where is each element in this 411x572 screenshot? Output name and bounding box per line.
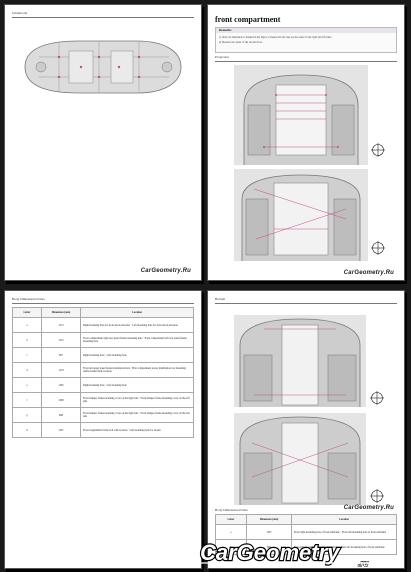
cell-dimension: 807 [41, 347, 81, 363]
page-bottom: Bottom Body Dimensional Data Letter Dime… [207, 290, 405, 569]
cell-location: Front longitudinal frame bolt with locat… [80, 422, 194, 438]
cell-location: Front bumper frame mounting cover on the… [80, 407, 194, 423]
watermark: CarGeometry.Ru [140, 268, 191, 274]
cell-dimension: 1215 [41, 332, 81, 348]
section-label: Bottom [215, 297, 226, 301]
bottom-diagram-1 [234, 315, 366, 407]
divider [12, 303, 194, 304]
remark-1: 1) Only one dimension is marked in the f… [219, 36, 332, 39]
section-label: Body Dimensional Data [12, 297, 45, 301]
cell-location: Right mounting hole · Left mounting hole [80, 347, 194, 363]
cell-location: Front compartment right rear panel fende… [80, 332, 194, 348]
cell-location: Right mounting hole for front shock abso… [80, 317, 194, 333]
cell-location: Rear right mounting hole of front subfra… [291, 539, 397, 555]
cell-location: Front bumper frame mounting cover on the… [80, 392, 194, 408]
cell-letter: h [12, 422, 42, 438]
watermark: CarGeometry.Ru [343, 270, 394, 276]
cell-letter: c [12, 347, 42, 363]
cell-dimension: 1279 [41, 362, 81, 378]
divider [12, 17, 194, 18]
col-location: Location [80, 307, 194, 318]
col-letter: Letter [215, 514, 247, 525]
col-location: Location [291, 514, 397, 525]
brand-name: CarGeometry [200, 540, 341, 565]
center-mark-icon [370, 489, 384, 503]
col-letter: Letter [12, 307, 42, 318]
divider [215, 303, 397, 304]
cell-dimension: 1068 [41, 392, 81, 408]
cell-dimension: 800 [246, 539, 292, 555]
cell-dimension: 1213 [41, 317, 81, 333]
center-mark-icon [370, 391, 384, 405]
cell-dimension: 1405 [41, 377, 81, 393]
cell-letter: d [12, 362, 42, 378]
col-dimension: Dimension (mm) [246, 514, 292, 525]
cell-location: Right mounting hole · Left mounting hole [80, 377, 194, 393]
remark-2: 2) Measure the center of the circular ho… [219, 41, 263, 44]
front-compartment-diagram-2 [234, 169, 368, 261]
section-label: Projection [215, 55, 229, 59]
cell-letter: b [12, 332, 42, 348]
cell-location: Front left upper panel fender installati… [80, 362, 194, 378]
divider [215, 61, 397, 62]
center-mark-icon [371, 143, 385, 157]
underbody-diagram [19, 27, 187, 107]
page-title: front compartment [215, 15, 281, 24]
section-label: Underbody [12, 11, 28, 15]
page-front-compartment: front compartment Remarks 1) Only one di… [207, 4, 405, 281]
cell-letter: a [12, 317, 42, 333]
watermark: CarGeometry.Ru [343, 505, 394, 511]
col-dimension: Dimension (mm) [41, 307, 81, 318]
front-compartment-diagram-1 [234, 65, 368, 165]
cell-dimension: 988 [41, 407, 81, 423]
cell-letter: e [12, 377, 42, 393]
cell-letter: f [12, 392, 42, 408]
bottom-diagram-2 [234, 413, 366, 505]
brand-logo: CarGeometry .ru [199, 539, 394, 568]
center-mark-icon [371, 241, 385, 255]
remarks-heading: Remarks [216, 28, 396, 33]
remarks-box: Remarks 1) Only one dimension is marked … [215, 27, 397, 53]
page-body-dimensional-data: Body Dimensional Data Letter Dimension (… [4, 290, 202, 569]
page-underbody: Underbody CarGeometry.Ru [4, 4, 202, 281]
cell-letter: g [12, 407, 42, 423]
cell-dimension: 1307 [41, 422, 81, 438]
data-label: Body Dimensional Data [215, 508, 248, 512]
